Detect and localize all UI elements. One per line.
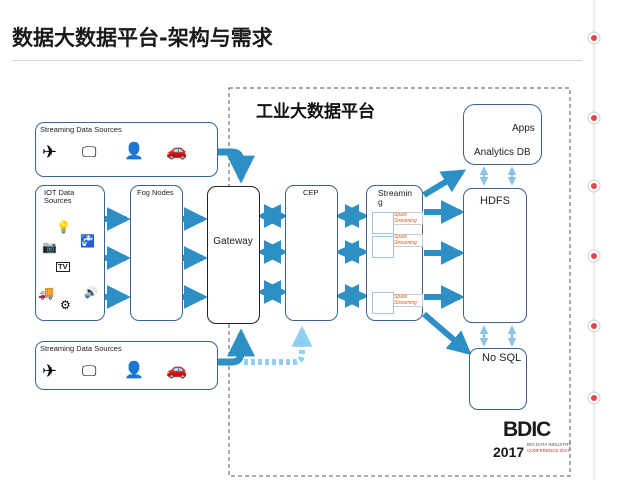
- person-icon: 👤: [124, 141, 144, 160]
- person-icon: 👤: [124, 360, 144, 379]
- nosql: [469, 348, 527, 410]
- slide-title: 数据大数据平台-架构与需求: [12, 26, 273, 50]
- logo-mark: BDIC: [503, 418, 551, 441]
- deco-dot: [587, 179, 601, 193]
- streaming-slot: [372, 292, 394, 314]
- decorative-sidebar: [587, 0, 601, 480]
- spark-icon: Spark Streaming: [393, 234, 423, 247]
- connector-arrow: [422, 311, 472, 356]
- hdfs-label: HDFS: [480, 195, 510, 207]
- logo-subtitle-2: CONFERENCE 2017: [527, 448, 570, 453]
- connector-arrow: [422, 169, 467, 198]
- connector-arrow: [244, 325, 313, 365]
- streaming-sources-bottom-label: Streaming Data Sources: [40, 344, 122, 353]
- streaming-sources-top-label: Streaming Data Sources: [40, 125, 122, 134]
- cep-label: CEP: [303, 188, 319, 197]
- faucet-icon: 🚰: [80, 234, 95, 248]
- cep: [285, 185, 338, 321]
- deco-dot: [587, 391, 601, 405]
- speaker-icon: 🔊: [84, 286, 98, 299]
- bulb-icon: 💡: [56, 220, 71, 234]
- gateway-label: Gateway: [213, 236, 253, 247]
- fog-nodes: [130, 185, 183, 321]
- spark-icon: Spark Streaming: [393, 294, 423, 307]
- deco-dot: [587, 31, 601, 45]
- airplane-icon: ✈: [42, 142, 58, 163]
- streaming-sources-bottom: [35, 341, 218, 390]
- apps-label: Apps: [512, 123, 535, 134]
- deco-dot: [587, 111, 601, 125]
- camera-icon: 📷: [42, 240, 57, 254]
- car-icon: 🚗: [166, 141, 188, 161]
- truck-icon: 🚚: [38, 286, 55, 301]
- iot-sources: [35, 185, 105, 321]
- streaming-slot: [372, 236, 394, 258]
- airplane-icon: ✈: [42, 361, 58, 382]
- gateway: [207, 186, 260, 324]
- spark-icon: Spark Streaming: [393, 212, 423, 225]
- logo-year: 2017: [493, 444, 525, 460]
- fog-nodes-label: Fog Nodes: [137, 188, 174, 197]
- tv-icon: TV: [56, 262, 70, 273]
- streaming-slot: [372, 212, 394, 234]
- streaming-label: Streaming: [378, 188, 413, 208]
- connector-arrow: [218, 328, 255, 366]
- analytics-db: [463, 104, 542, 165]
- deco-dot: [587, 249, 601, 263]
- robot-arm-icon: ⚙: [60, 298, 71, 312]
- title-divider: [12, 60, 582, 61]
- connector-arrow: [218, 148, 255, 184]
- monitor-icon: 🖵: [82, 143, 97, 161]
- deco-dot: [587, 319, 601, 333]
- analytics-db-label: Analytics DB: [474, 147, 531, 158]
- conference-logo: BDIC BIG DATA INDUSTRY CONFERENCE 2017 2…: [489, 418, 581, 470]
- iot-sources-label: IOT Data Sources: [44, 188, 75, 206]
- hdfs: [463, 188, 527, 323]
- nosql-label: No SQL: [482, 352, 522, 364]
- logo-subtitle-1: BIG DATA INDUSTRY: [527, 442, 572, 447]
- platform-title: 工业大数据平台: [256, 102, 375, 122]
- car-icon: 🚗: [166, 360, 188, 380]
- monitor-icon: 🖵: [82, 362, 97, 380]
- streaming-sources-top: [35, 122, 218, 177]
